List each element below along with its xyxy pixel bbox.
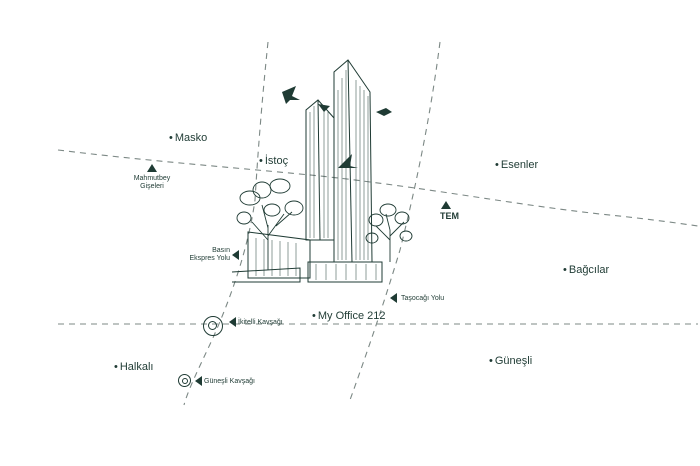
place-gunesli: Güneşli: [489, 355, 532, 367]
road-basin-ekspres: [183, 41, 269, 406]
label-basin-line2: Ekspres Yolu: [189, 255, 230, 262]
label-mahmutbey-line2: Gişeleri: [140, 183, 164, 190]
arrow-marker-icon: [390, 293, 397, 303]
label-tem: TEM: [440, 211, 459, 221]
triangle-marker-icon: [147, 164, 157, 172]
tree-icon: [236, 178, 304, 270]
place-bagcilar: Bağcılar: [563, 264, 609, 276]
junction-ring-icon: [178, 374, 191, 387]
label-mahmutbey: Mahmutbey Gişeleri: [126, 175, 178, 191]
label-ikitelli: İkitelli Kavşağı: [238, 319, 283, 326]
road-tem-highway: [57, 149, 699, 227]
place-halkali: Halkalı: [114, 361, 154, 373]
label-basin-line1: Basın: [212, 247, 230, 254]
tower-illustration-icon: [231, 59, 383, 283]
place-istoc: İstoç: [259, 155, 288, 167]
road-tasocagi: [349, 41, 441, 401]
label-gunesli-kavsagi: Güneşli Kavşağı: [204, 378, 255, 385]
arrow-marker-icon: [229, 317, 236, 327]
label-basin-ekspres: Basın Ekspres Yolu: [160, 247, 230, 263]
label-mahmutbey-line1: Mahmutbey: [133, 175, 171, 182]
place-masko: Masko: [169, 132, 207, 144]
label-my-office: My Office 212: [312, 310, 386, 322]
arrow-marker-icon: [195, 376, 202, 386]
triangle-marker-icon: [441, 201, 451, 209]
bird-icon: [282, 86, 392, 168]
junction-ring-icon: [203, 316, 223, 336]
arrow-marker-icon: [232, 250, 239, 260]
place-esenler: Esenler: [495, 159, 538, 171]
roads: [57, 41, 699, 406]
label-tasocagi: Taşocağı Yolu: [401, 295, 445, 302]
tree-icon: [365, 203, 413, 262]
